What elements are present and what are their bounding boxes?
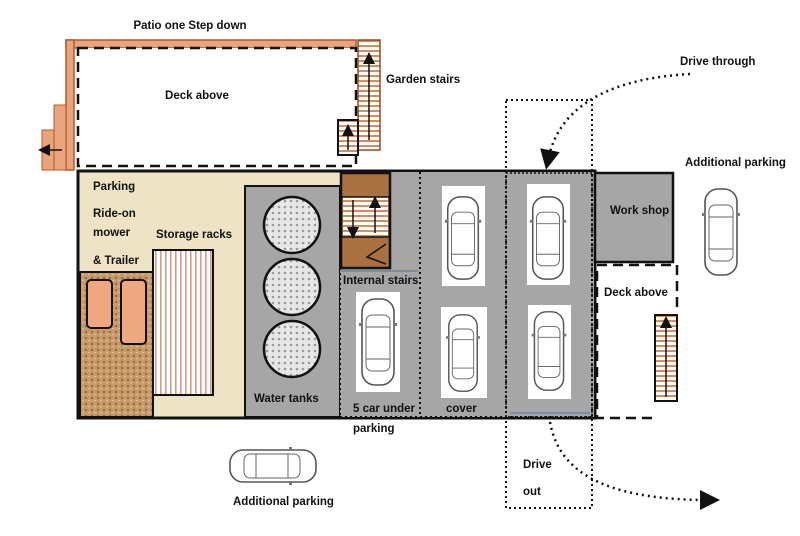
ride-on-label: Ride-on bbox=[93, 208, 136, 220]
out-label: out bbox=[523, 486, 541, 498]
parking-label: Parking bbox=[93, 181, 135, 193]
internal-stairs bbox=[339, 171, 392, 270]
car-icon bbox=[356, 292, 400, 392]
trailer-label: & Trailer bbox=[93, 255, 140, 267]
deck-above-top-label: Deck above bbox=[165, 90, 229, 102]
work-shop-label: Work shop bbox=[610, 205, 669, 217]
water-tank bbox=[262, 257, 322, 317]
additional-parking-right-label: Additional parking bbox=[685, 157, 786, 169]
parking-under-label: parking bbox=[353, 423, 395, 435]
car-icon bbox=[528, 305, 571, 399]
drive-through-label: Drive through bbox=[680, 56, 755, 68]
car-icon bbox=[442, 186, 485, 286]
cover-label: cover bbox=[446, 403, 477, 415]
garden-stairs bbox=[337, 39, 381, 156]
work-shop bbox=[593, 171, 675, 264]
car-icon bbox=[229, 446, 317, 486]
drive-label: Drive bbox=[523, 459, 552, 471]
deck-stairs bbox=[654, 314, 678, 402]
drive-out-arrow bbox=[548, 421, 720, 510]
internal-stairs-label: Internal stairs bbox=[343, 275, 418, 287]
storage-racks-label: Storage racks bbox=[156, 229, 232, 241]
storage-racks bbox=[152, 249, 214, 396]
car-under-label: 5 car under bbox=[353, 403, 416, 415]
trailer bbox=[86, 279, 113, 329]
car-icon bbox=[527, 184, 570, 285]
garden-stairs-label: Garden stairs bbox=[386, 74, 460, 86]
patio-label: Patio one Step down bbox=[133, 20, 246, 32]
drive-in-arrow bbox=[540, 72, 691, 170]
water-tanks-label: Water tanks bbox=[254, 393, 319, 405]
water-tank bbox=[262, 195, 322, 255]
ride-on-mower bbox=[120, 279, 147, 345]
deck-above-top bbox=[76, 46, 358, 168]
mower-label: mower bbox=[93, 227, 131, 239]
car-icon bbox=[701, 188, 741, 276]
deck-above-right-label: Deck above bbox=[604, 287, 668, 299]
water-tank bbox=[262, 319, 322, 379]
car-icon bbox=[441, 307, 487, 398]
patio bbox=[38, 39, 357, 171]
additional-parking-bottom-label: Additional parking bbox=[233, 496, 334, 508]
